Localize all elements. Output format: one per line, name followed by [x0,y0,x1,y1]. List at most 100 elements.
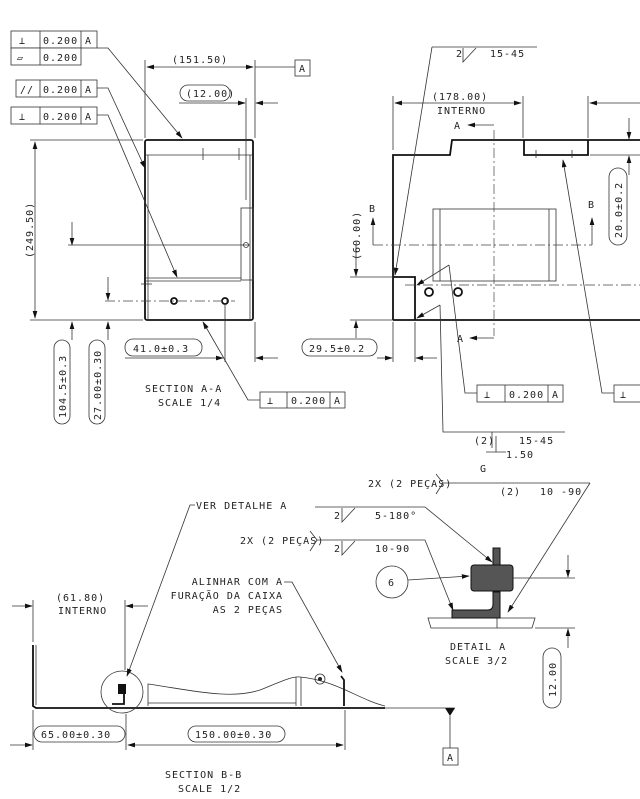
feature-control-frame-right: ⊥ [561,159,640,403]
weld-count: (2) [474,436,495,447]
dimension-text: 150.00±0.30 [195,730,272,741]
feature-control-frame-mid: ⊥ 0.200 A [416,264,564,403]
weld-count: 2 [334,511,341,522]
alinhar-note: ALINHAR COM A FURAÇÃO DA CAIXA AS 2 PEÇA… [171,577,343,673]
note-text: VER DETALHE A [196,501,287,512]
part-6 [470,564,514,592]
dimension-text: (178.00) [432,92,488,103]
section-label: A [454,121,461,132]
detail-a-circle [100,670,144,714]
dimension-note: INTERNO [437,106,486,117]
tolerance-value: 0.200 [43,53,78,64]
note-text: AS 2 PEÇAS [213,605,283,616]
dimension-text: 41.0±0.3 [133,344,189,355]
perpendicularity-symbol: ⊥ [484,390,491,401]
section-aa-view [68,139,254,321]
detail-a-scale: SCALE 3/2 [445,656,508,667]
weld-symbol-detail-1: 2X (2 PEÇAS) (2) 10 -90 [368,473,591,613]
datum-ref: A [334,396,341,407]
feature-control-frame-parallelism: // 0.200 A [15,79,146,169]
ver-detalhe-note: VER DETALHE A [126,501,287,677]
dimension-12: (12.00) [179,84,278,200]
datum-ref: A [85,36,92,47]
weld-symbol-detail-3: 2X (2 PEÇAS) 2 10-90 [240,530,454,611]
note-text: ALINHAR COM A [192,577,283,588]
weld-symbol-bottom: (2) 15-45 1.50 G [416,304,565,475]
note-text: FURAÇÃO DA CAIXA [171,589,283,602]
dimension-61: (61.80) INTERNO [12,593,148,670]
weld-count: (2) [500,487,521,498]
weld-spec: 15-45 [519,436,554,447]
dimension-151: (151.50) A [144,55,311,138]
weld-finish: G [480,464,487,475]
perpendicularity-symbol: ⊥ [19,112,26,123]
section-label: B [588,200,595,211]
datum-ref: A [85,85,92,96]
tolerance-value: 0.200 [509,390,544,401]
perpendicularity-symbol: ⊥ [267,396,274,407]
dimension-detail-12: 12.00 [535,555,575,709]
section-line-b: B B [369,200,595,246]
dimension-text: 29.5±0.2 [309,344,365,355]
dimension-29: 29.5±0.2 [301,322,437,362]
balloon [375,565,409,599]
weld-symbol-detail-2: 2 5-180° [315,506,493,563]
section-aa-scale: SCALE 1/4 [158,398,221,409]
section-bb-scale: SCALE 1/2 [178,784,241,795]
dimension-text: 20.0±0.2 [614,182,625,238]
datum-ref: A [85,112,92,123]
dimension-60: (60.00) [350,211,393,338]
parallelism-symbol: // [20,85,34,96]
dimension-text: 12.00 [548,662,559,697]
tolerance-value: 0.200 [291,396,326,407]
weld-spec: 10 -90 [540,487,582,498]
weld-spec: 5-180° [375,511,417,522]
dimension-text: (249.50) [25,202,36,258]
weld-spec: 10-90 [375,544,410,555]
flatness-symbol: ▱ [17,53,24,64]
weld-size: 1.50 [506,450,534,461]
dimension-27: 27.00±0.30 [88,277,111,425]
perpendicularity-symbol: ⊥ [19,36,26,47]
tolerance-value: 0.200 [43,36,78,47]
dimension-20: 20.0±0.2 [590,118,640,246]
detail-a-view: 6 [375,547,575,629]
datum-ref: A [552,390,559,401]
dimension-text: (60.00) [352,211,363,260]
weld-qty: 2X (2 PEÇAS) [240,536,324,547]
section-bb-title: SECTION B-B [165,770,242,781]
dimension-text: 65.00±0.30 [41,730,111,741]
weld-count: 2 [334,544,341,555]
weld-spec: 15-45 [490,49,525,60]
dimension-text: 104.5±0.3 [58,355,69,418]
dimension-41: 41.0±0.3 [124,305,278,362]
dimension-178: (178.00) INTERNO [392,92,640,150]
dimension-text: (12.00) [186,89,235,100]
weld-count: 2 [456,49,463,60]
dimension-note: INTERNO [58,606,107,617]
dimension-65-150: 65.00±0.30 150.00±0.30 [10,710,346,750]
tolerance-value: 0.200 [43,112,78,123]
tolerance-value: 0.200 [43,85,78,96]
dimension-104: 104.5±0.3 [53,222,75,425]
section-line-a: A A [454,121,494,345]
perpendicularity-symbol: ⊥ [620,390,627,401]
feature-control-frame-perpendicularity: ⊥ 0.200 A [10,106,178,278]
section-label: A [457,334,464,345]
hole [453,287,463,297]
dimension-text: (61.80) [56,593,105,604]
datum-a-label: A [299,64,306,75]
section-label: B [369,204,376,215]
hole [314,673,326,685]
datum-a-label: A [447,753,454,764]
section-bb-view [32,645,386,714]
detail-a-title: DETAIL A [450,642,506,653]
feature-control-frame-bottom: ⊥ 0.200 A [202,321,346,409]
front-view [392,130,640,336]
feature-control-frame-perpendicularity-flatness: ⊥ 0.200 A ▱ 0.200 [10,30,183,139]
datum-a-bottom: A [385,707,459,766]
dimension-249: (249.50) [25,139,143,321]
hole [424,287,434,297]
